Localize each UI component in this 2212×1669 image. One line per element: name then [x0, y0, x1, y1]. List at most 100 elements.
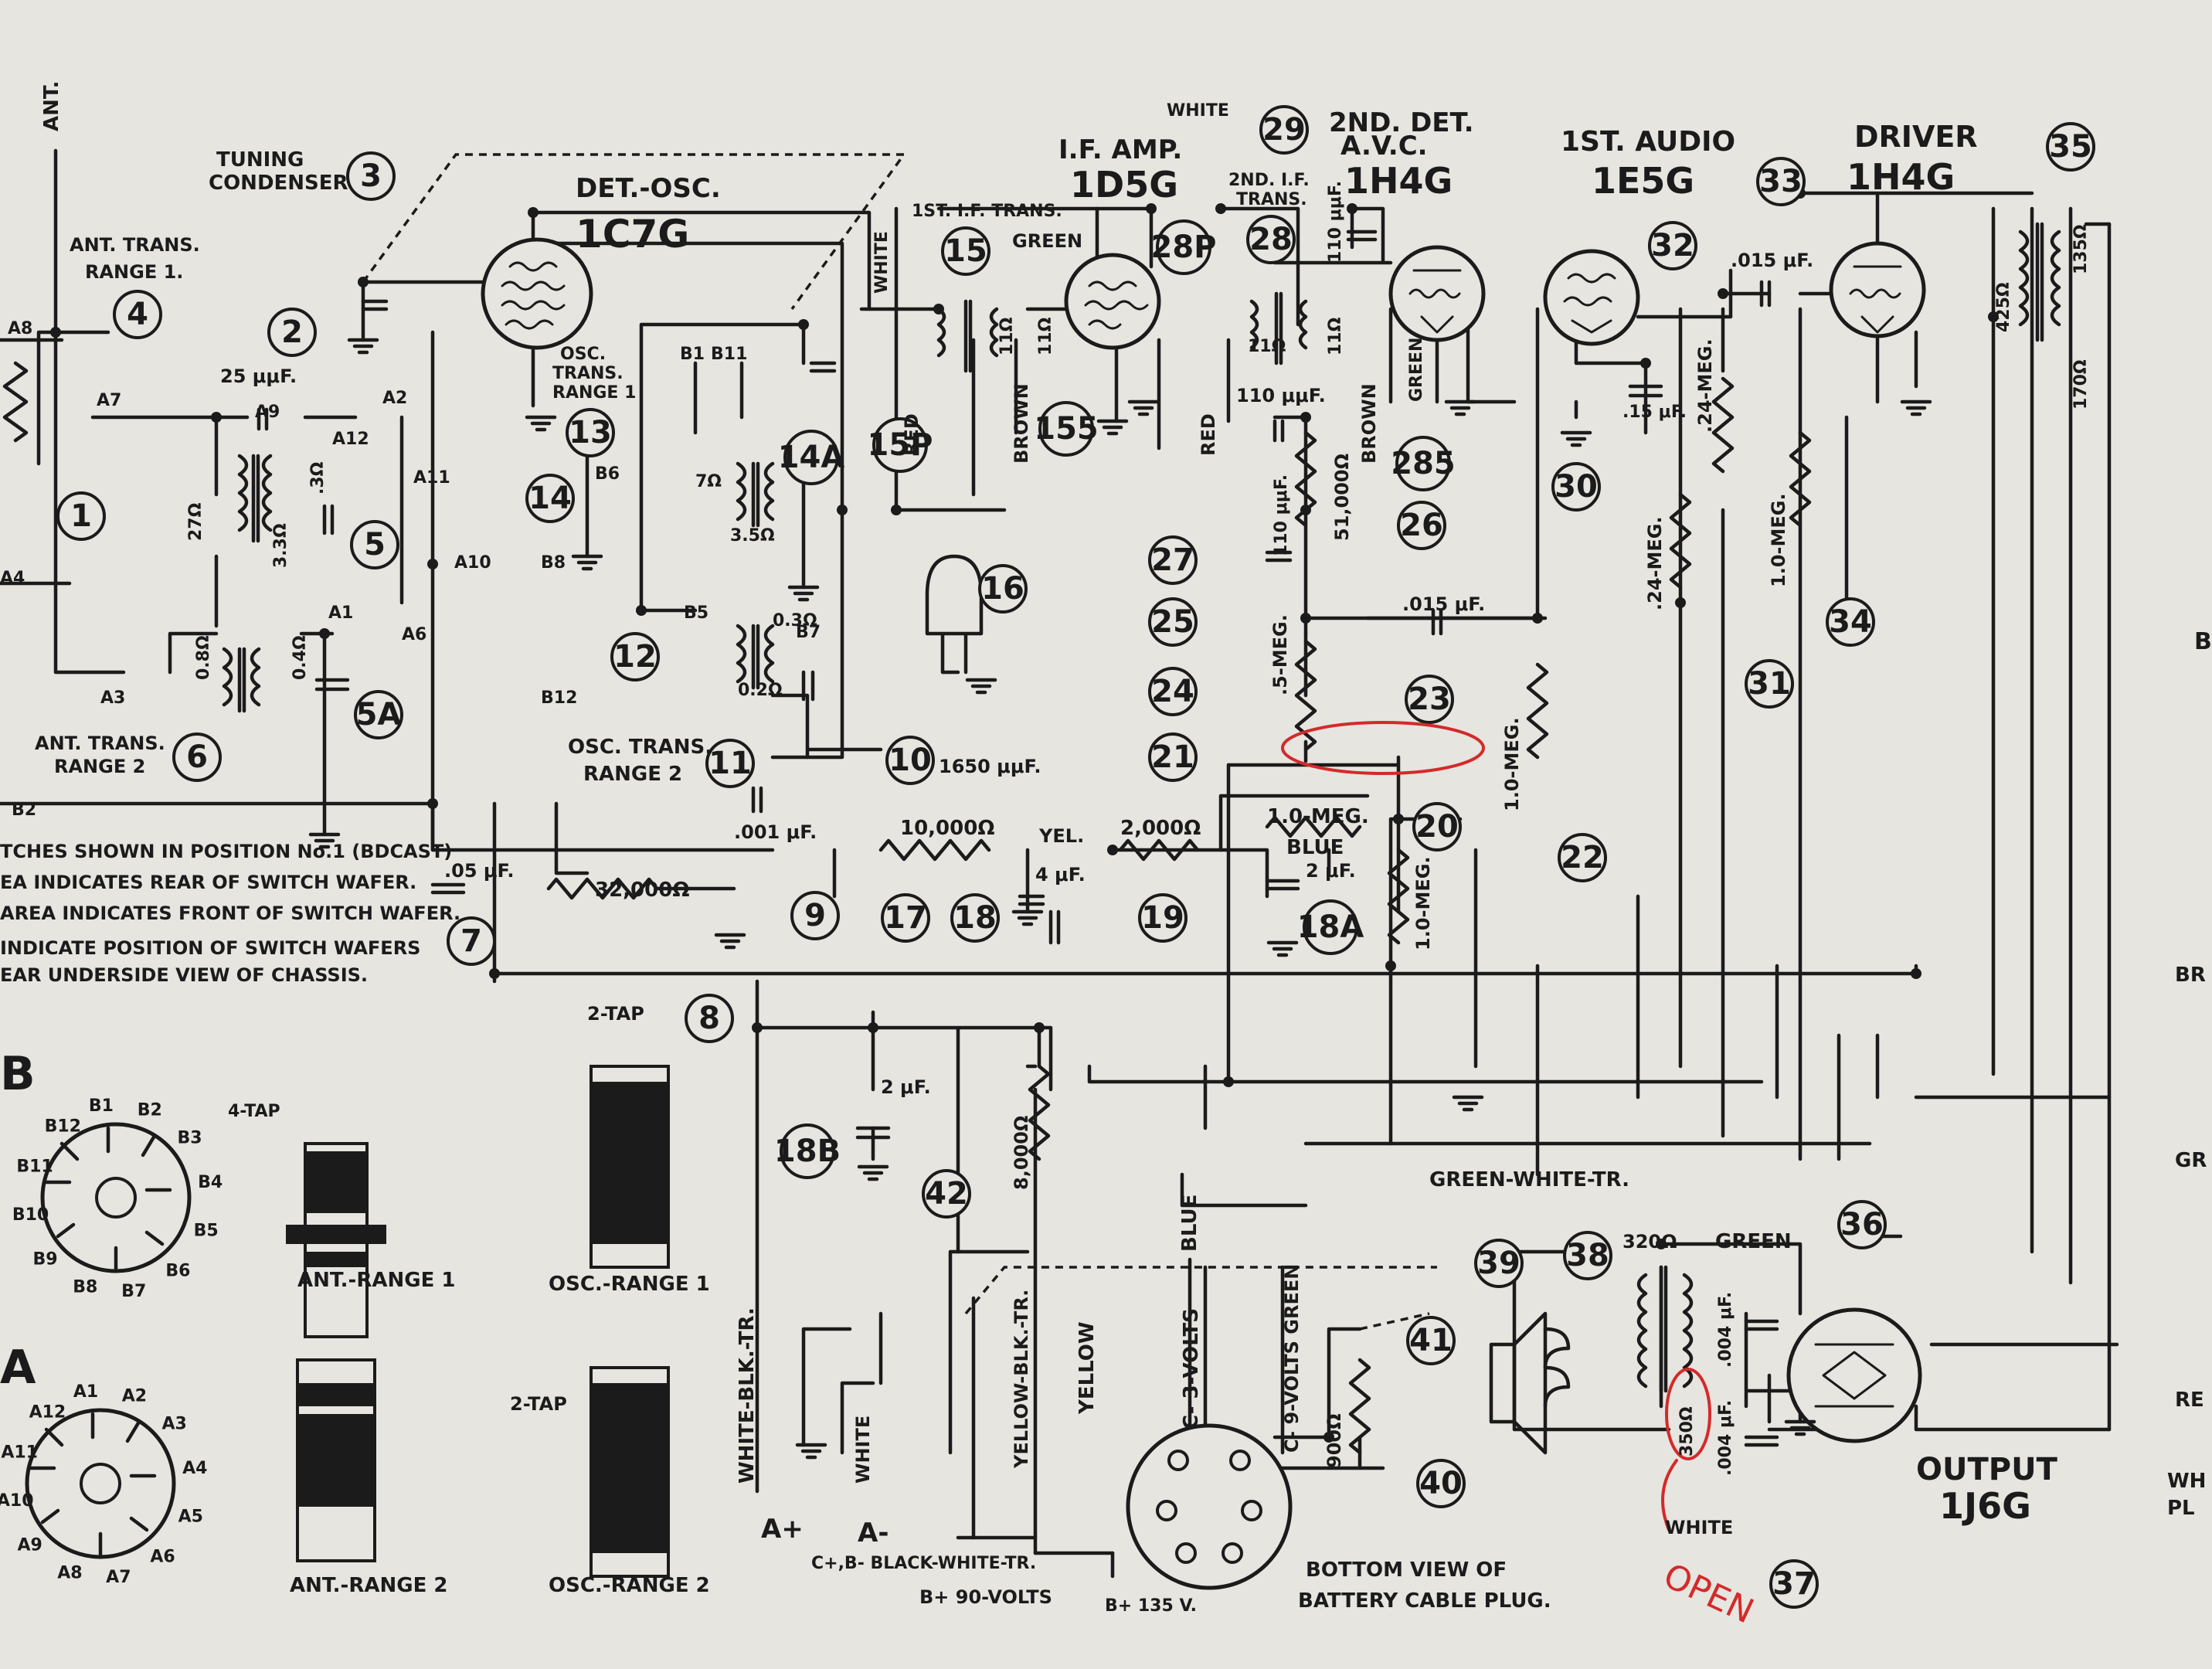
bubble-4: 4: [113, 290, 162, 339]
junction-dot: [50, 327, 61, 338]
bubble-18a: 18A: [1297, 899, 1364, 955]
svg-text:22: 22: [1561, 840, 1604, 875]
wafer-a-contact-a7: A7: [106, 1568, 131, 1587]
switch-contact-a9: A9: [255, 403, 280, 422]
tube-1-type: 1C7G: [576, 212, 689, 257]
switch-wafer-b: [40, 1122, 192, 1273]
bubble-36: 36: [1837, 1200, 1887, 1249]
speaker-39: [1489, 1311, 1571, 1455]
bubble-1: 1: [56, 491, 106, 541]
osc-trans-2-line2: RANGE 2: [583, 763, 682, 786]
junction-dot: [1323, 1432, 1334, 1443]
val-osc-7: 7Ω: [695, 472, 722, 491]
bubble-29: 29: [1259, 105, 1309, 155]
wafer-a-contact-a6: A6: [150, 1547, 175, 1566]
svg-text:7: 7: [460, 923, 482, 959]
junction-dot: [798, 319, 809, 330]
bottom-view-line2: BATTERY CABLE PLUG.: [1298, 1589, 1551, 1613]
switch-contact-a7: A7: [97, 391, 121, 410]
svg-text:9: 9: [804, 898, 826, 933]
white-label-out: WHITE: [1665, 1517, 1733, 1538]
ground-symbol: [857, 1164, 889, 1181]
resistor-1: [2, 361, 29, 443]
bubble-25: 25: [1148, 597, 1198, 647]
svg-text:12: 12: [613, 639, 657, 675]
osc-trans-range-1: [736, 461, 775, 528]
tube-driver-1h4g: [1829, 241, 1926, 338]
junction-dot: [489, 968, 500, 979]
svg-text:40: 40: [1419, 1466, 1463, 1501]
val-if-11b: 11Ω: [997, 317, 1017, 355]
ground-symbol: [571, 554, 603, 571]
switch-contact-b7: B7: [796, 623, 821, 642]
bubble-42: 42: [922, 1169, 971, 1219]
edge-wh: WH: [2167, 1470, 2206, 1493]
bubble-285: 285: [1391, 436, 1456, 491]
wafer-b-contact-b3: B3: [177, 1129, 202, 1148]
resistor-8: [546, 877, 736, 900]
junction-dot: [427, 559, 438, 569]
switch-contact-b11: B11: [711, 345, 747, 364]
capacitors: [257, 229, 1779, 1447]
junction-dot: [1034, 1022, 1045, 1033]
switch-contact-b5: B5: [684, 603, 708, 623]
junction-dots: [50, 188, 1999, 1443]
svg-text:30: 30: [1555, 469, 1598, 505]
bubble-13: 13: [566, 408, 615, 457]
svg-text:18A: 18A: [1297, 909, 1364, 945]
svg-text:29: 29: [1262, 112, 1306, 148]
tube-1j6g: [1786, 1307, 1922, 1443]
switch-contact-a11: A11: [413, 468, 450, 488]
bubble-12: 12: [610, 632, 660, 682]
switch-wafer-a: [25, 1408, 176, 1559]
svg-text:23: 23: [1408, 682, 1451, 717]
tube-2-function: I.F. AMP.: [1058, 134, 1182, 165]
ant-trans-2-line2: RANGE 2: [54, 756, 145, 777]
ground-symbol: [308, 832, 341, 849]
tube-6-function: OUTPUT: [1916, 1452, 2058, 1487]
val-osc-35: 3.5Ω: [730, 526, 775, 546]
second-if-line2: TRANS.: [1236, 190, 1307, 209]
bubble-20: 20: [1412, 802, 1462, 851]
svg-text:19: 19: [1141, 900, 1184, 936]
svg-text:31: 31: [1748, 666, 1791, 702]
svg-text:38: 38: [1566, 1238, 1609, 1273]
wafer-b-contact-b10: B10: [12, 1205, 49, 1225]
osc-trans-2-line1: OSC. TRANS.: [568, 736, 712, 759]
ground-symbol: [1266, 940, 1299, 957]
val-c37: .004 μF.: [1716, 1400, 1735, 1476]
resistor-19: [1118, 838, 1200, 862]
edge-br: BR: [2175, 964, 2206, 987]
wafer-b-contact-b5: B5: [194, 1222, 219, 1241]
svg-text:42: 42: [925, 1176, 968, 1212]
ground-symbol: [1444, 399, 1476, 416]
wafer-b-contact-b1: B1: [89, 1096, 114, 1116]
white-blk-tr-label: WHITE-BLK.-TR.: [736, 1307, 759, 1484]
bubble-33: 33: [1756, 157, 1806, 206]
gang-dashed-lines: [362, 153, 1437, 1331]
svg-text:34: 34: [1829, 604, 1872, 640]
junction-dot: [636, 605, 647, 616]
bubble-28: 28: [1246, 215, 1296, 264]
tube-6-type: 1J6G: [1939, 1485, 2031, 1527]
junction-dot: [891, 505, 902, 515]
ground-symbol: [1900, 399, 1932, 416]
bubble-16: 16: [978, 564, 1028, 614]
junction-dot: [1988, 311, 1999, 322]
svg-text:11: 11: [708, 746, 752, 781]
svg-text:41: 41: [1409, 1323, 1453, 1358]
val-r26: 51,000Ω: [1331, 454, 1353, 541]
bubble-14: 14: [525, 474, 575, 523]
b135-label: B+ 135 V.: [1105, 1596, 1197, 1616]
bubble-32: 32: [1648, 221, 1697, 270]
osc-trans-range-2: [736, 624, 775, 690]
switch-contact-b8: B8: [541, 553, 566, 573]
junction-dot: [1223, 1076, 1234, 1087]
c3-label: C- 3-VOLTS: [1180, 1308, 1203, 1429]
val-c2: 25 μμF.: [220, 365, 297, 387]
tuning-condenser-line1: TUNING: [216, 148, 304, 172]
green-label-det: GREEN: [1407, 338, 1426, 402]
cap-ant1: ANT.-RANGE 1: [297, 1269, 455, 1292]
yellow-label: YELLOW: [1075, 1321, 1099, 1415]
